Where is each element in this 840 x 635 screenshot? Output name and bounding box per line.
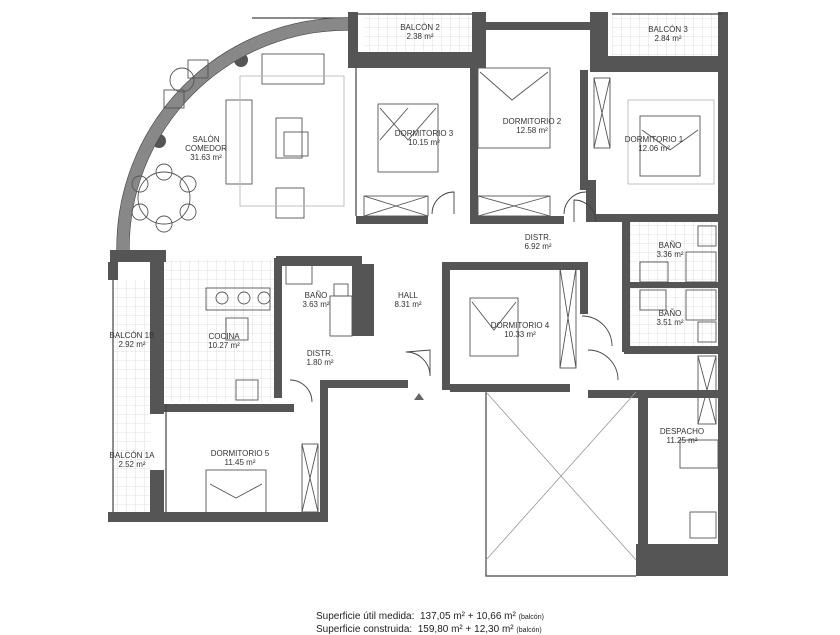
- room-labels: SALÓN COMEDOR 31.63 m² BALCÓN 2 2.38 m² …: [110, 23, 705, 469]
- comedor-label: COMEDOR: [185, 144, 227, 153]
- balcon2-area: 2.38 m²: [406, 32, 433, 41]
- hall-label: HALL: [398, 291, 419, 300]
- distr1-label: DISTR.: [525, 233, 551, 242]
- balcon2-label: BALCÓN 2: [400, 23, 440, 32]
- walls: [108, 12, 728, 576]
- bano2-label: BAÑO: [659, 309, 682, 318]
- surface-useful-line: Superficie útil medida: 137,05 m² + 10,6…: [316, 611, 544, 622]
- surface-built-note: (balcón): [516, 627, 542, 634]
- balcon1b-area: 2.92 m²: [118, 340, 145, 349]
- balcon1b-label: BALCÓN 1B: [110, 331, 155, 340]
- dormitorio5-area: 11.45 m²: [225, 458, 256, 467]
- dormitorio1-label: DORMITORIO 1: [625, 135, 684, 144]
- salon-area: 31.63 m²: [190, 153, 222, 162]
- cocina-label: COCINA: [208, 332, 240, 341]
- dormitorio2-area: 12.58 m²: [516, 126, 548, 135]
- cocina-area: 10.27 m²: [208, 341, 240, 350]
- bano1-label: BAÑO: [659, 241, 682, 250]
- curved-window-wall: [116, 17, 348, 251]
- distr2-label: DISTR.: [307, 349, 333, 358]
- balcon3-area: 2.84 m²: [654, 34, 681, 43]
- dormitorio4-label: DORMITORIO 4: [491, 321, 550, 330]
- dormitorio1-area: 12.06 m²: [638, 144, 670, 153]
- bano3-area: 3.63 m²: [302, 300, 329, 309]
- balcon1a-area: 2.52 m²: [118, 460, 145, 469]
- salon-label: SALÓN: [192, 135, 219, 144]
- balcon3-label: BALCÓN 3: [648, 25, 688, 34]
- bano1-area: 3.36 m²: [656, 250, 683, 259]
- dormitorio2-label: DORMITORIO 2: [503, 117, 562, 126]
- surface-useful-value: 137,05 m² + 10,66 m²: [419, 611, 516, 622]
- dormitorio3-label: DORMITORIO 3: [395, 129, 454, 138]
- entrance-arrow: [414, 393, 424, 400]
- bano2-area: 3.51 m²: [656, 318, 683, 327]
- tiled-areas: [113, 14, 722, 512]
- bano3-label: BAÑO: [305, 291, 328, 300]
- distr2-area: 1.80 m²: [306, 358, 333, 367]
- salon-furniture: [131, 53, 345, 233]
- dormitorio4-area: 10.33 m²: [504, 330, 536, 339]
- door-swings: [289, 191, 619, 403]
- dormitorio5-label: DORMITORIO 5: [211, 449, 270, 458]
- fixtures: [205, 225, 717, 401]
- dormitorio3-area: 10.15 m²: [408, 138, 440, 147]
- bedroom-furniture: [205, 67, 719, 539]
- surface-useful-label: Superficie útil medida:: [316, 611, 415, 622]
- despacho-label: DESPACHO: [660, 427, 704, 436]
- surface-useful-note: (balcón): [518, 614, 544, 621]
- hall-area: 8.31 m²: [394, 300, 421, 309]
- despacho-area: 11.25 m²: [667, 436, 698, 445]
- distr1-area: 6.92 m²: [524, 242, 551, 251]
- balcon1a-label: BALCÓN 1A: [110, 451, 156, 460]
